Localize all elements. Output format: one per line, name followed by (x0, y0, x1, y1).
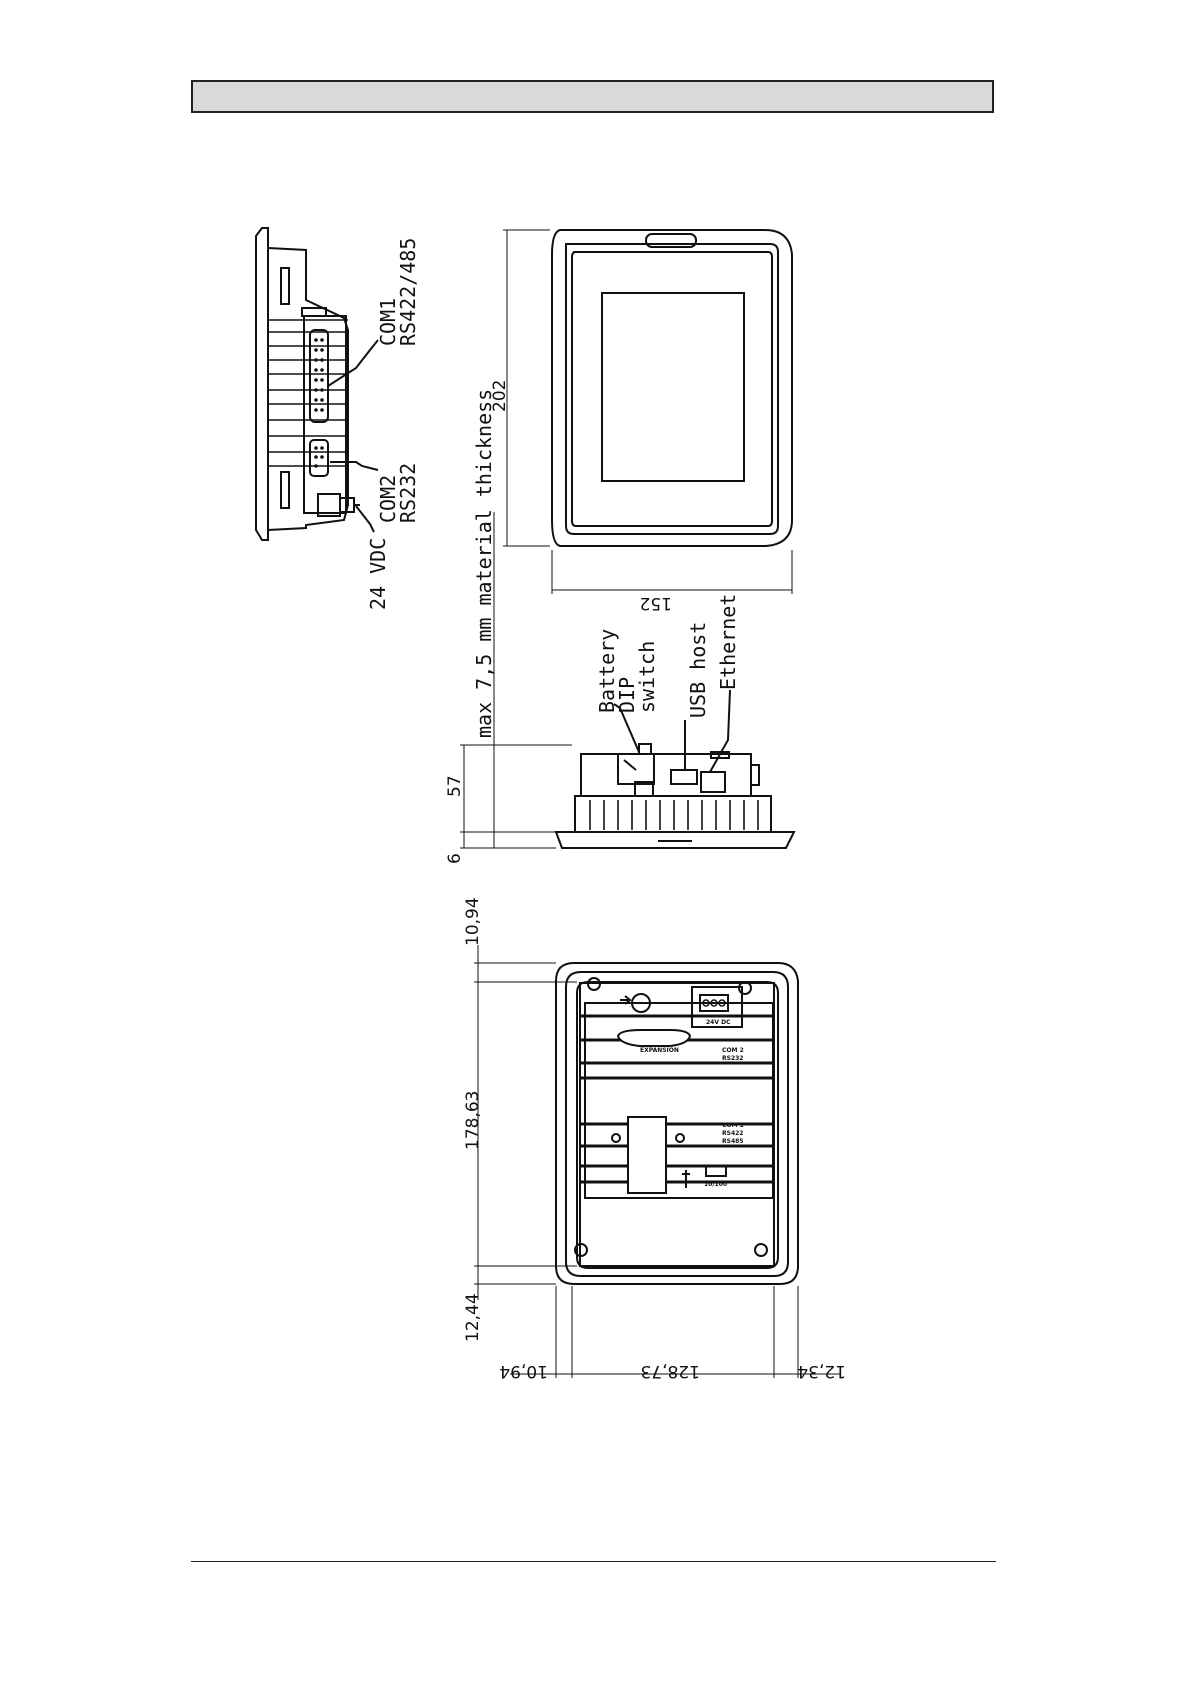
bezel-dimension: 6 (445, 853, 465, 864)
rear-rs232-label: RS232 (722, 1055, 743, 1062)
usb-host-label: USB host (686, 622, 710, 718)
rear-right-margin-dimension: 12,34 (797, 1361, 846, 1381)
rear-expansion-label: EXPANSION (640, 1047, 679, 1054)
ethernet-label: Ethernet (716, 594, 740, 690)
com1-standard-label: RS422/485 (396, 238, 420, 346)
rear-com2-label: COM 2 (722, 1047, 744, 1054)
rear-view (474, 945, 840, 1378)
depth-dimension: 57 (445, 775, 465, 797)
front-width-dimension: 152 (640, 593, 672, 613)
com2-standard-label: RS232 (396, 463, 420, 523)
rear-rs485-label: RS485 (722, 1138, 743, 1145)
rear-inner-height-dimension: 178,63 (463, 1091, 483, 1150)
side-view (256, 228, 378, 540)
rear-com1-label: COM 1 (722, 1122, 744, 1129)
power-label: 24 VDC (366, 538, 390, 610)
rear-bottom-margin-dimension: 12,44 (463, 1293, 483, 1342)
front-view (503, 230, 792, 594)
rear-rs422-label: RS422 (722, 1130, 743, 1137)
switch-label: switch (635, 641, 659, 713)
rear-lan-label: 10/100 (704, 1181, 727, 1188)
rear-power-label: 24V DC (706, 1019, 731, 1026)
rear-left-margin-dimension: 10,94 (499, 1361, 548, 1381)
thickness-note: max 7,5 mm material thickness (472, 389, 496, 738)
rear-inner-width-dimension: 128,73 (641, 1361, 700, 1381)
footer-rule (191, 1561, 996, 1562)
rear-top-margin-dimension: 10,94 (463, 897, 483, 946)
